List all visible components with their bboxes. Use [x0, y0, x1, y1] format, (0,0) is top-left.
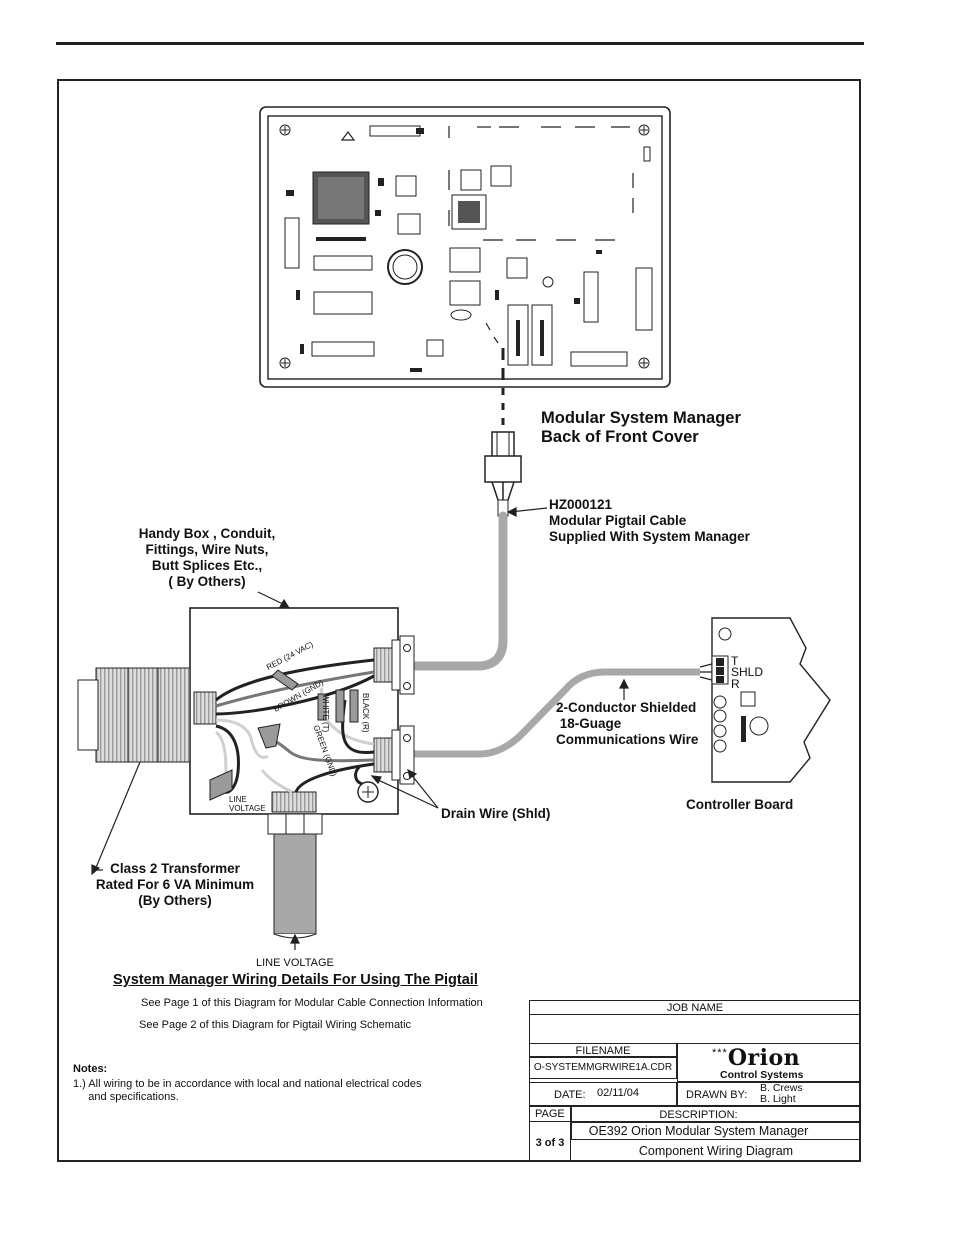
logo-sub: Control Systems — [720, 1069, 804, 1081]
notes-title: Notes: — [73, 1063, 108, 1075]
top-rule — [56, 42, 864, 45]
date-label: DATE: — [554, 1089, 586, 1101]
line-voltage-box-label: LINE VOLTAGE — [229, 795, 266, 813]
wire-black-label: BLACK (R) — [361, 693, 370, 733]
transformer-label: Class 2 Transformer Rated For 6 VA Minim… — [95, 861, 255, 908]
wire-white-label: WHITE (T) — [321, 694, 330, 733]
line-voltage-label: LINE VOLTAGE — [256, 957, 334, 969]
controller-board-label: Controller Board — [686, 797, 794, 812]
comm-wire-label: 2-Conductor Shielded 18-Guage Communicat… — [556, 700, 699, 747]
note-ref-1: See Page 1 of this Diagram for Modular C… — [141, 997, 483, 1009]
handy-box-label: Handy Box , Conduit, Fittings, Wire Nuts… — [138, 526, 276, 589]
orion-logo: ***Orion Control Systems — [712, 1047, 832, 1081]
notes-item-1: 1.) All wiring to be in accordance with … — [73, 1078, 422, 1103]
drawn-by-value: B. Crews B. Light — [760, 1082, 803, 1105]
transformer — [77, 667, 191, 763]
filename-value: O-SYSTEMMGRWIRE1A.CDR — [533, 1062, 673, 1073]
date-value: 02/11/04 — [597, 1087, 640, 1099]
page-label: PAGE — [535, 1108, 565, 1120]
filename-label: FILENAME — [575, 1045, 631, 1057]
junction-box — [189, 607, 415, 835]
pigtail-cable-label: HZ000121 Modular Pigtail Cable Supplied … — [549, 497, 750, 544]
pigtail-plug — [484, 431, 522, 517]
description-line2: Component Wiring Diagram — [638, 1144, 794, 1158]
terminal-shld-label: SHLD — [731, 665, 764, 679]
page-heading: System Manager Wiring Details For Using … — [113, 972, 478, 988]
controller-board — [711, 617, 831, 783]
terminal-t-label: T — [731, 654, 739, 668]
logo-word: Orion — [727, 1045, 801, 1071]
cover-title: Modular System Manager Back of Front Cov… — [541, 409, 741, 446]
terminal-r-label: R — [731, 677, 740, 691]
description-label: DESCRIPTION: — [659, 1109, 738, 1121]
drain-wire-label: Drain Wire (Shld) — [441, 806, 551, 821]
description-line1: OE392 Orion Modular System Manager — [588, 1124, 809, 1138]
drawing-frame — [57, 79, 861, 1162]
page-value: 3 of 3 — [535, 1137, 565, 1149]
job-name-label: JOB NAME — [666, 1002, 724, 1014]
drawn-by-label: DRAWN BY: — [686, 1089, 748, 1101]
logo-stars: *** — [712, 1047, 728, 1059]
note-ref-2: See Page 2 of this Diagram for Pigtail W… — [139, 1019, 412, 1031]
system-manager-board — [259, 106, 671, 388]
